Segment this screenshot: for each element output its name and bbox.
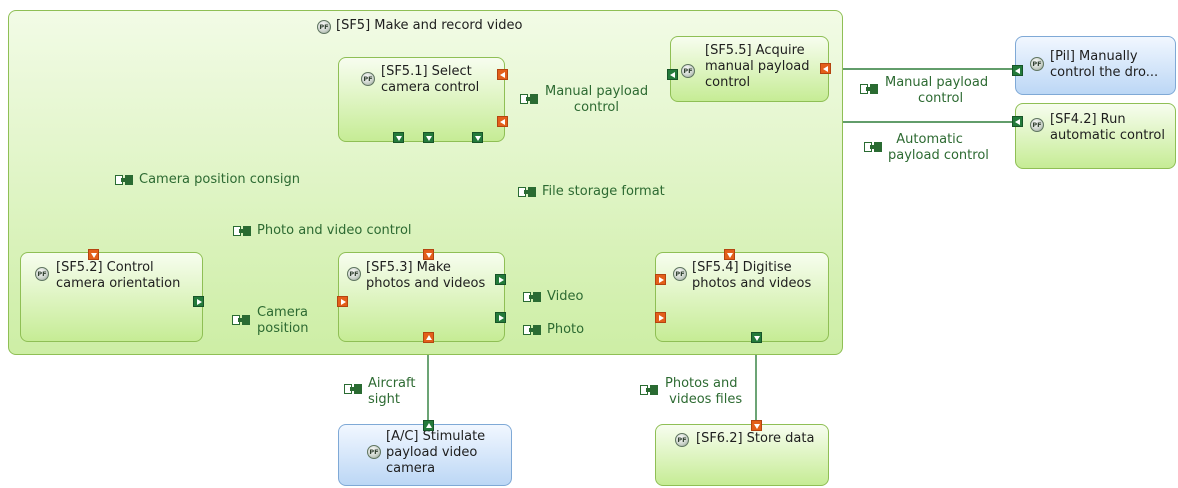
sf52-output-port[interactable] (193, 296, 204, 307)
sf51-input-port-manual[interactable] (497, 69, 508, 80)
pil-output-port[interactable] (1012, 65, 1023, 76)
sf62-input-port[interactable] (751, 420, 762, 431)
exchange-label-photo: Photo (547, 322, 585, 337)
exchange-label-video: Video (547, 289, 584, 304)
pf-function-icon: PF (681, 64, 695, 78)
sf62-store-data[interactable] (655, 424, 829, 486)
sf55-input-port[interactable] (820, 63, 831, 74)
functional-exchange-icon (860, 84, 878, 94)
pf-function-icon: PF (347, 267, 361, 281)
exchange-label-manual-payload-outer: Manual payload control (885, 75, 989, 106)
sf51-output-port-photo-video[interactable] (423, 132, 434, 143)
exchange-label-photo-video-control: Photo and video control (257, 223, 412, 238)
pf-function-icon: PF (1030, 57, 1044, 71)
exchange-label-file-storage: File storage format (542, 184, 665, 199)
ac-output-port[interactable] (423, 420, 434, 431)
sf52-input-port[interactable] (88, 249, 99, 260)
functional-exchange-icon (344, 384, 362, 394)
sf54-input-port-video[interactable] (655, 274, 666, 285)
sf51-select-camera-control[interactable] (338, 57, 505, 142)
functional-exchange-icon (520, 94, 538, 104)
sf42-output-port[interactable] (1012, 116, 1023, 127)
sf54-input-port-storage[interactable] (724, 249, 735, 260)
pf-function-icon: PF (317, 20, 331, 34)
sf51-output-port-file-storage[interactable] (472, 132, 483, 143)
sf42-label: [SF4.2] Run automatic control (1050, 112, 1165, 143)
functional-exchange-icon (523, 325, 541, 335)
exchange-label-camera-position: Camera position (257, 305, 309, 336)
functional-exchange-icon (233, 226, 251, 236)
sf53-input-port-camera-position[interactable] (337, 296, 348, 307)
exchange-label-manual-payload-inner: Manual payload control (545, 84, 649, 115)
sf52-label: [SF5.2] Control camera orientation (56, 260, 181, 291)
pf-function-icon: PF (675, 433, 689, 447)
sf53-output-port-video[interactable] (495, 274, 506, 285)
functional-exchange-icon (864, 142, 882, 152)
exchange-label-photos-files: Photos and videos files (665, 376, 743, 407)
sf51-input-port-automatic[interactable] (497, 116, 508, 127)
pf-function-icon: PF (361, 72, 375, 86)
sf51-output-port-consign[interactable] (393, 132, 404, 143)
sf55-output-port[interactable] (667, 69, 678, 80)
pil-label: [Pil] Manually control the dro... (1050, 49, 1159, 80)
functional-exchange-icon (640, 385, 658, 395)
sf51-label: [SF5.1] Select camera control (381, 64, 480, 95)
sf54-label: [SF5.4] Digitise photos and videos (692, 260, 812, 291)
functional-exchange-icon (232, 315, 250, 325)
sf53-output-port-photo[interactable] (495, 312, 506, 323)
sf53-make-photos-and-videos[interactable] (338, 252, 505, 342)
exchange-label-camera-consign: Camera position consign (139, 172, 300, 187)
sf53-input-port-aircraft-sight[interactable] (423, 332, 434, 343)
sf54-digitise-photos-and-videos[interactable] (655, 252, 829, 342)
exchange-label-automatic: Automatic payload control (888, 132, 989, 163)
pf-function-icon: PF (367, 445, 381, 459)
pf-function-icon: PF (1030, 118, 1044, 132)
functional-exchange-icon (518, 187, 536, 197)
ac-label: [A/C] Stimulate payload video camera (386, 429, 486, 476)
sf62-label: [SF6.2] Store data (696, 431, 815, 446)
functional-exchange-icon (523, 292, 541, 302)
pf-function-icon: PF (35, 267, 49, 281)
pf-function-icon: PF (673, 267, 687, 281)
sf42-run-automatic-control[interactable] (1015, 103, 1176, 169)
sf53-input-port-control[interactable] (423, 249, 434, 260)
sf5-title: [SF5] Make and record video (336, 18, 523, 33)
functional-exchange-icon (115, 175, 133, 185)
sf54-input-port-photo[interactable] (655, 312, 666, 323)
sf53-label: [SF5.3] Make photos and videos (366, 260, 486, 291)
sf52-control-camera-orientation[interactable] (20, 252, 203, 342)
sf54-output-port-files[interactable] (751, 332, 762, 343)
exchange-label-aircraft-sight: Aircraft sight (368, 376, 416, 407)
sf55-label: [SF5.5] Acquire manual payload control (705, 43, 810, 90)
sf55-acquire-manual-payload-control[interactable] (670, 36, 829, 102)
